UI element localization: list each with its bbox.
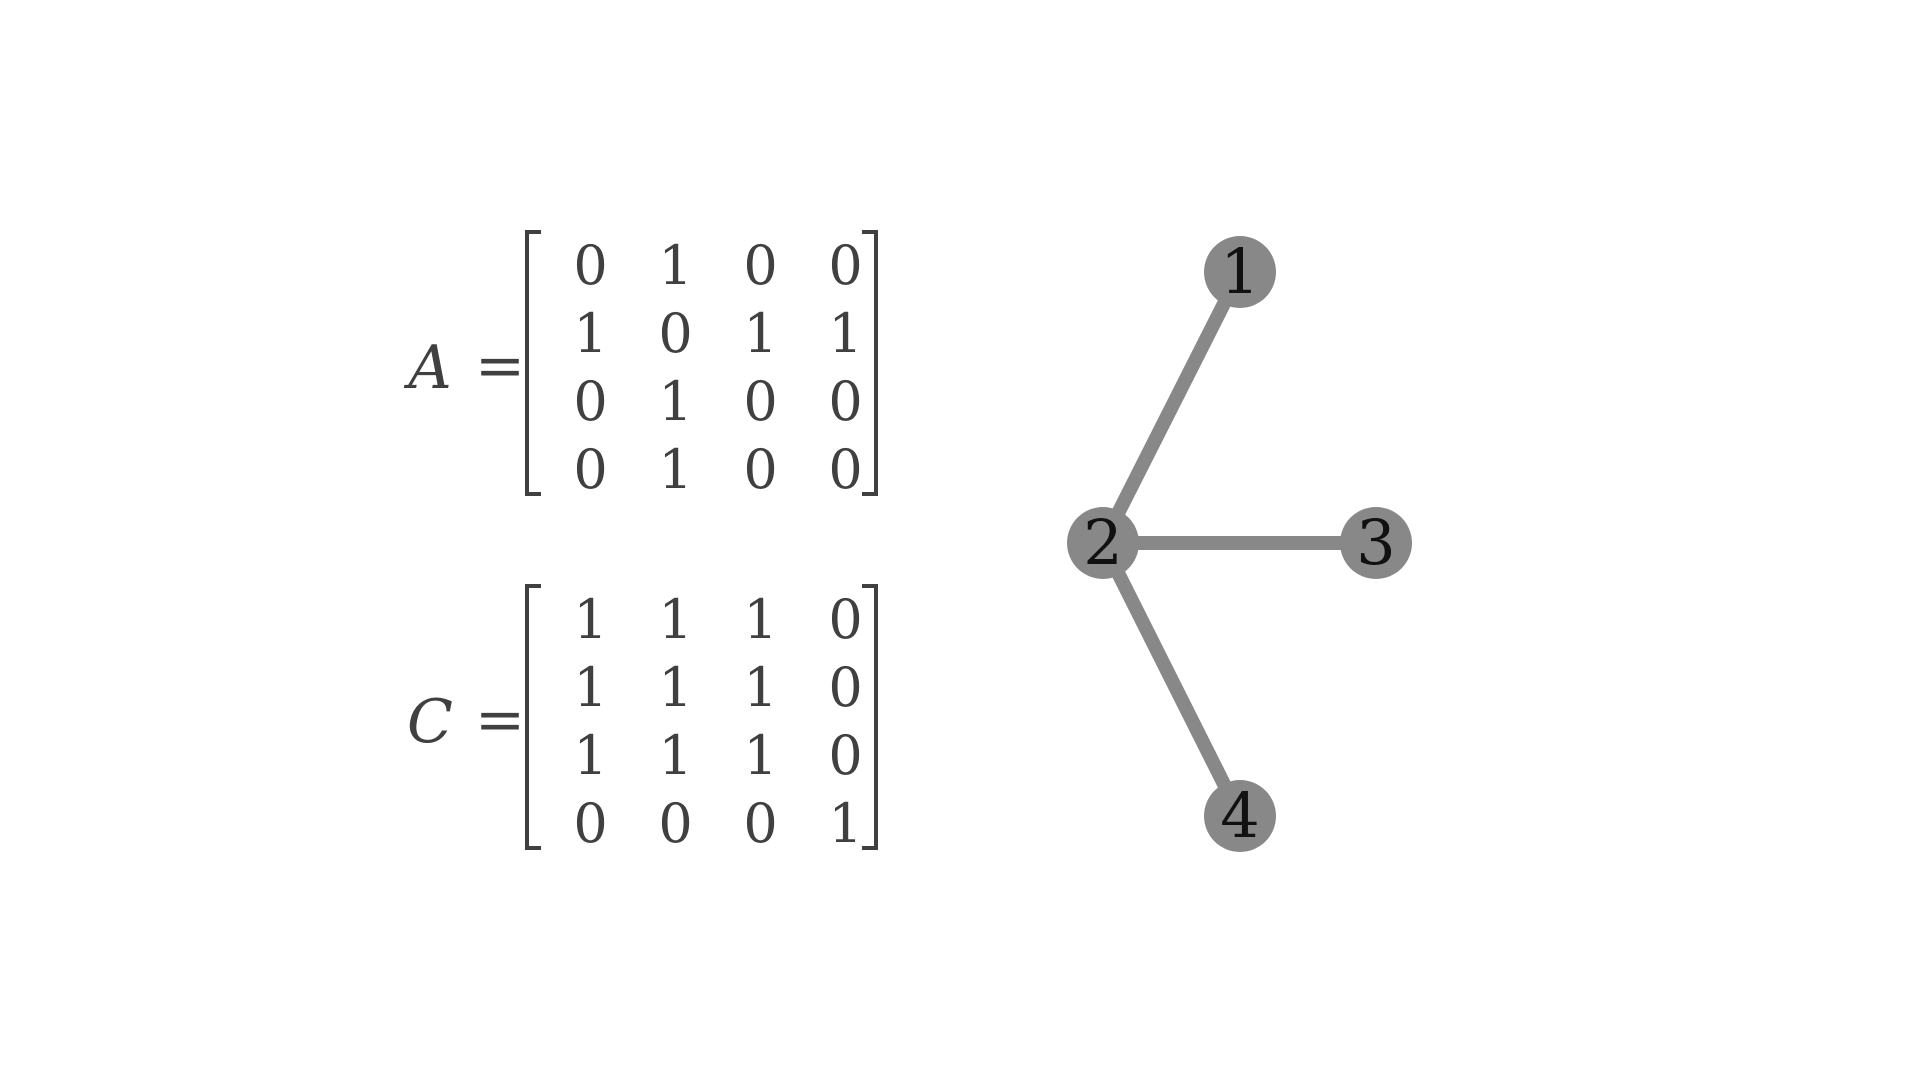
matrix-cell: 1 bbox=[743, 724, 778, 787]
matrix-cell: 1 bbox=[658, 370, 693, 433]
right-bracket bbox=[862, 230, 878, 496]
matrix-cell: 1 bbox=[658, 438, 693, 501]
matrix-cell: 0 bbox=[743, 438, 778, 501]
matrix-cell: 0 bbox=[743, 234, 778, 297]
matrix-cell: 1 bbox=[573, 724, 608, 787]
right-bracket bbox=[862, 584, 878, 850]
node-label: 2 bbox=[1083, 506, 1122, 579]
matrix-cell: 1 bbox=[658, 656, 693, 719]
matrix-cell: 0 bbox=[743, 370, 778, 433]
matrix-cell: 1 bbox=[573, 588, 608, 651]
matrix-cell: 1 bbox=[573, 656, 608, 719]
matrix-cell: 0 bbox=[828, 234, 863, 297]
matrix-cell: 0 bbox=[573, 234, 608, 297]
matrix-cell: 1 bbox=[828, 792, 863, 855]
matrix-cell: 1 bbox=[573, 302, 608, 365]
matrix-cell: 1 bbox=[658, 234, 693, 297]
matrix-cell: 0 bbox=[573, 370, 608, 433]
matrix-c: C = 1 1 1 0 1 1 1 0 1 1 1 0 0 0 0 1 bbox=[380, 582, 900, 862]
matrix-name: A bbox=[408, 333, 452, 403]
graph-edge-2-4 bbox=[1096, 539, 1247, 820]
node-circle bbox=[1340, 507, 1412, 579]
matrix-cell: 0 bbox=[828, 588, 863, 651]
matrix-cell: 0 bbox=[828, 724, 863, 787]
graph-nodes: 1 2 3 4 bbox=[1067, 235, 1412, 852]
matrix-cell: 1 bbox=[828, 302, 863, 365]
node-circle bbox=[1204, 236, 1276, 308]
matrix-cell: 0 bbox=[658, 302, 693, 365]
matrix-cell: 1 bbox=[743, 656, 778, 719]
matrix-cell: 0 bbox=[573, 792, 608, 855]
node-circle bbox=[1204, 780, 1276, 852]
matrix-name: C bbox=[407, 687, 453, 757]
matrix-cell: 1 bbox=[658, 724, 693, 787]
left-bracket bbox=[525, 584, 541, 850]
graph-node-1: 1 bbox=[1204, 235, 1276, 308]
matrix-cell: 0 bbox=[573, 438, 608, 501]
matrix-cell: 0 bbox=[828, 656, 863, 719]
matrix-grid: 0 1 0 0 1 0 1 1 0 1 0 0 0 1 0 0 bbox=[548, 232, 888, 502]
graph-node-3: 3 bbox=[1340, 506, 1412, 579]
matrix-cell: 1 bbox=[658, 588, 693, 651]
matrix-grid: 1 1 1 0 1 1 1 0 1 1 1 0 0 0 0 1 bbox=[548, 586, 888, 856]
equals-sign: = bbox=[474, 685, 526, 755]
node-label: 3 bbox=[1356, 506, 1395, 579]
matrix-cell: 1 bbox=[743, 302, 778, 365]
left-bracket bbox=[525, 230, 541, 496]
node-label: 1 bbox=[1220, 235, 1259, 308]
node-circle bbox=[1067, 507, 1139, 579]
matrix-a: A = 0 1 0 0 1 0 1 1 0 1 0 0 0 1 0 0 bbox=[380, 228, 900, 508]
graph-edges bbox=[1096, 268, 1376, 820]
matrix-cell: 0 bbox=[743, 792, 778, 855]
matrix-cell: 1 bbox=[743, 588, 778, 651]
matrix-cell: 0 bbox=[658, 792, 693, 855]
matrix-cell: 0 bbox=[828, 438, 863, 501]
node-label: 4 bbox=[1220, 779, 1259, 852]
equals-sign: = bbox=[474, 331, 526, 401]
matrix-cell: 0 bbox=[828, 370, 863, 433]
graph-edge-2-1 bbox=[1096, 268, 1247, 547]
graph-node-2: 2 bbox=[1067, 506, 1139, 579]
graph-node-4: 4 bbox=[1204, 779, 1276, 852]
